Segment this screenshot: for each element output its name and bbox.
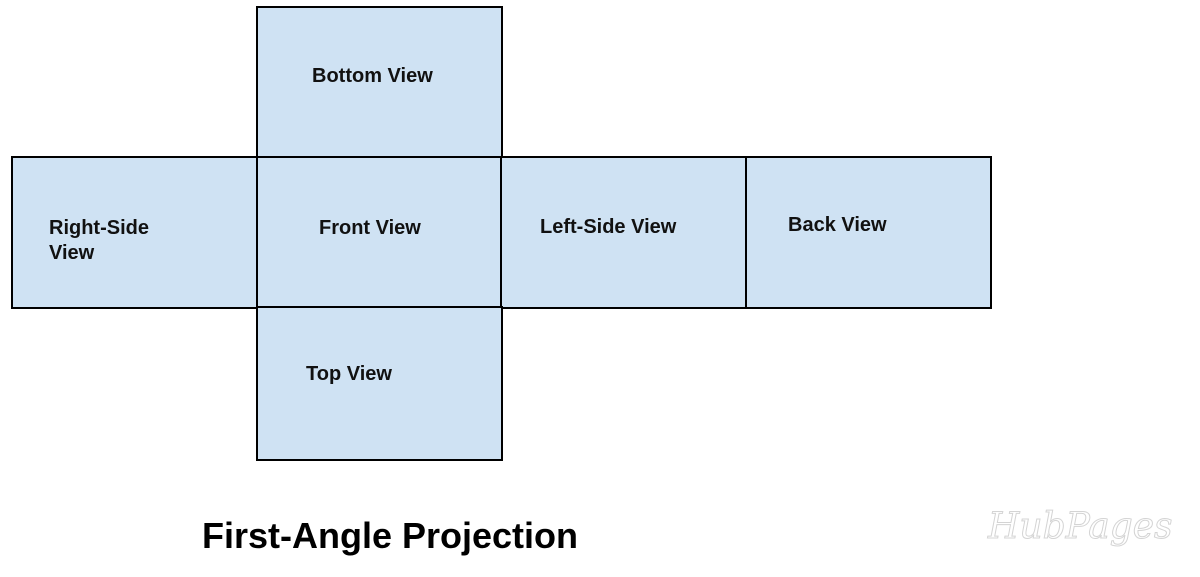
face-label-top: Top View bbox=[306, 363, 392, 385]
face-front-view: Front View bbox=[256, 156, 503, 309]
face-left-side-view: Left-Side View bbox=[500, 156, 748, 309]
face-label-bottom: Bottom View bbox=[312, 65, 433, 87]
face-label-left-side: Left-Side View bbox=[540, 216, 677, 238]
face-back-view: Back View bbox=[745, 156, 992, 309]
face-top-view: Top View bbox=[256, 306, 503, 461]
face-label-front: Front View bbox=[319, 217, 421, 239]
diagram-caption: First-Angle Projection bbox=[202, 515, 579, 556]
face-bottom-view: Bottom View bbox=[256, 6, 503, 159]
face-right-side-view: Right-Side View bbox=[11, 156, 259, 309]
face-label-back: Back View bbox=[788, 214, 887, 236]
hubpages-watermark: HubPages bbox=[988, 506, 1174, 548]
face-label-right-side: Right-Side View bbox=[49, 217, 149, 264]
